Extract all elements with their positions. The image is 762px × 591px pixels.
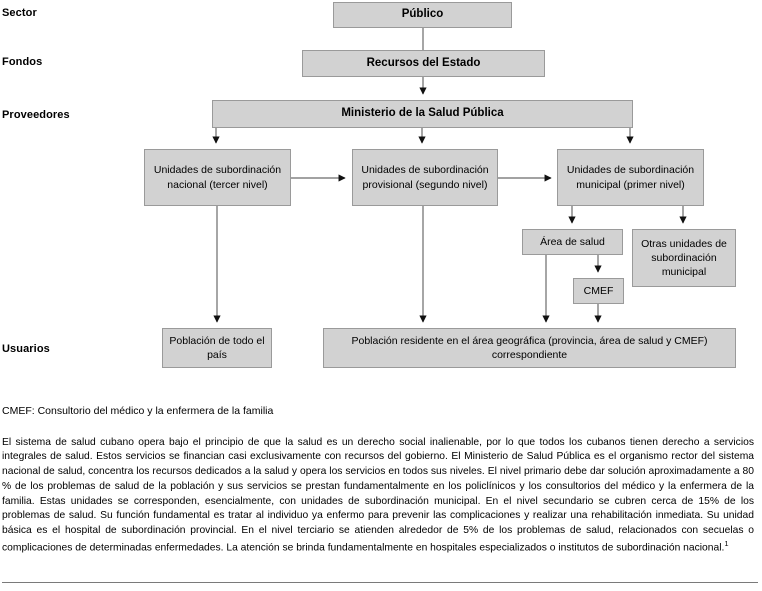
health-system-flow-diagram: Sector Fondos Proveedores Usuarios Públi… bbox=[2, 2, 736, 368]
node-cmef: CMEF bbox=[573, 278, 624, 304]
node-poblacion-pais-label: Población de todo el país bbox=[169, 334, 265, 361]
node-otras-unidades-label: Otras unidades de subordinación municipa… bbox=[641, 237, 727, 279]
node-otras-unidades: Otras unidades de subordinación municipa… bbox=[632, 229, 736, 287]
node-unidades-subordinacion-nacional-label: Unidades de subordinación nacional (terc… bbox=[153, 164, 282, 191]
node-recursos-del-estado-label: Recursos del Estado bbox=[366, 56, 481, 69]
body-paragraph-text: El sistema de salud cubano opera bajo el… bbox=[2, 436, 754, 554]
row-label-proveedores: Proveedores bbox=[2, 109, 70, 121]
node-unidades-subordinacion-nacional: Unidades de subordinación nacional (terc… bbox=[144, 149, 291, 206]
node-publico: Público bbox=[333, 2, 512, 28]
figure-legend: CMEF: Consultorio del médico y la enferm… bbox=[2, 405, 274, 417]
node-unidades-subordinacion-municipal: Unidades de subordinación municipal (pri… bbox=[557, 149, 704, 206]
node-unidades-subordinacion-provincial: Unidades de subordinación provisional (s… bbox=[352, 149, 498, 206]
node-publico-label: Público bbox=[401, 8, 444, 21]
row-label-fondos: Fondos bbox=[2, 56, 43, 68]
figure-text-block: CMEF: Consultorio del médico y la enferm… bbox=[0, 385, 762, 556]
row-label-sector: Sector bbox=[2, 7, 37, 19]
node-ministerio-salud-publica-label: Ministerio de la Salud Pública bbox=[341, 107, 504, 120]
bottom-divider bbox=[2, 582, 758, 583]
body-paragraph: El sistema de salud cubano opera bajo el… bbox=[0, 419, 756, 556]
node-area-de-salud-label: Área de salud bbox=[540, 235, 605, 248]
node-area-de-salud: Área de salud bbox=[522, 229, 623, 255]
node-recursos-del-estado: Recursos del Estado bbox=[302, 50, 545, 77]
node-poblacion-residente: Población residente en el área geográfic… bbox=[323, 328, 736, 368]
node-poblacion-residente-label: Población residente en el área geográfic… bbox=[351, 334, 708, 361]
node-unidades-subordinacion-provincial-label: Unidades de subordinación provisional (s… bbox=[361, 164, 489, 191]
node-poblacion-pais: Población de todo el país bbox=[162, 328, 272, 368]
node-unidades-subordinacion-municipal-label: Unidades de subordinación municipal (pri… bbox=[566, 164, 695, 191]
footnote-marker: 1 bbox=[724, 538, 729, 548]
node-cmef-label: CMEF bbox=[583, 284, 614, 297]
row-label-usuarios: Usuarios bbox=[2, 343, 50, 355]
node-ministerio-salud-publica: Ministerio de la Salud Pública bbox=[212, 100, 633, 128]
